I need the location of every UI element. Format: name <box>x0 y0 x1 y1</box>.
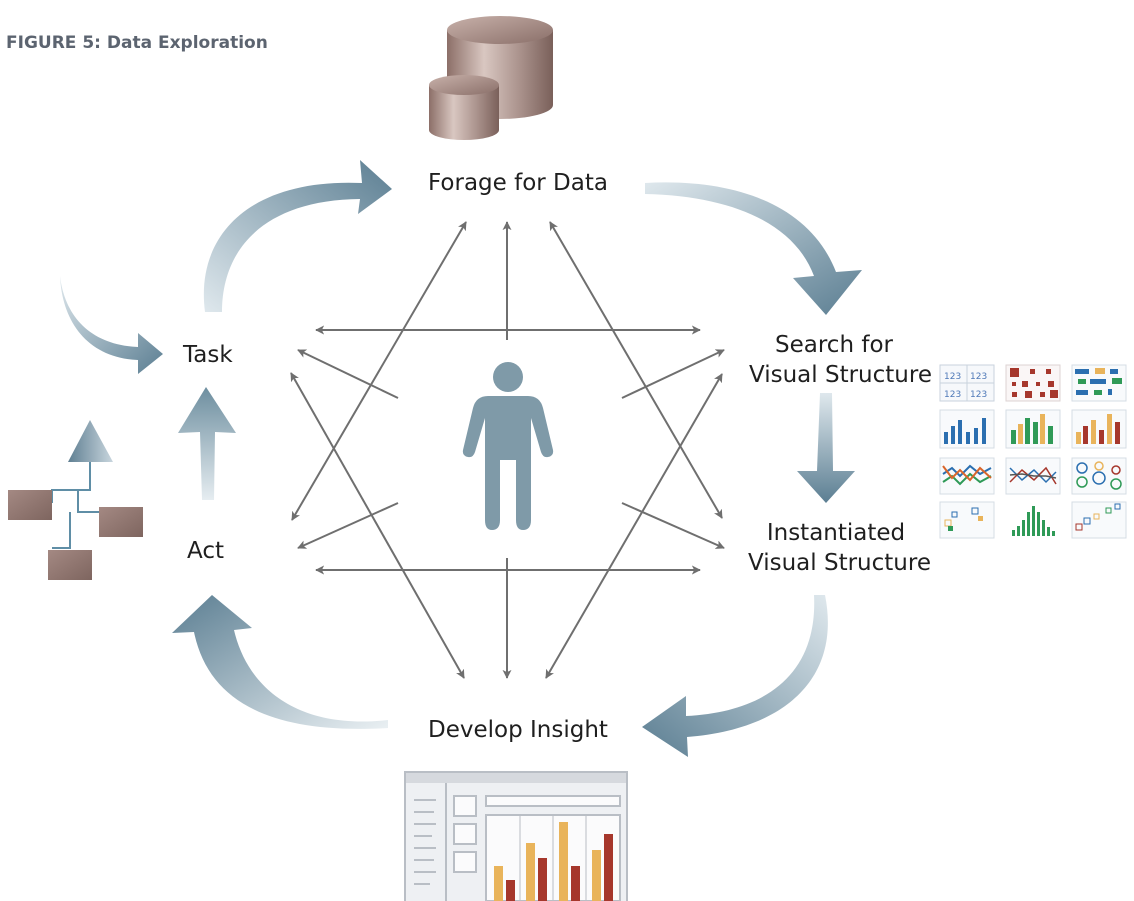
node-instantiated-line2: Visual Structure <box>748 550 931 576</box>
connector-search-to-develop <box>545 373 723 679</box>
person-icon <box>462 362 554 530</box>
dashboard-window-icon <box>404 771 628 901</box>
node-act: Act <box>187 538 224 564</box>
thumb-bars-gold-red <box>1071 409 1127 449</box>
chart-thumbnail-grid-icon: 123 123 123 123 <box>939 364 1127 539</box>
connector-center-to-act <box>297 502 399 549</box>
connector-act-to-forage <box>291 221 467 521</box>
node-instantiated-visual-structure: Instantiated Visual Structure <box>748 518 931 578</box>
node-develop-insight: Develop Insight <box>428 717 608 743</box>
connector-center-to-instantiated <box>621 502 725 549</box>
thumb-gantt <box>1071 364 1127 402</box>
thumb-line-chart-2 <box>1005 457 1061 495</box>
flow-arrow-develop-to-act <box>172 595 388 729</box>
flow-arrow-incoming-to-task <box>60 276 163 374</box>
node-instantiated-line1: Instantiated <box>766 520 906 546</box>
connector-center-to-search <box>621 349 725 399</box>
node-search-line2: Visual Structure <box>749 362 932 388</box>
thumb-label-4: 123 <box>970 390 987 400</box>
connector-task-to-develop <box>290 372 465 679</box>
thumb-scatter-1 <box>939 501 995 539</box>
flow-arrow-task-to-forage <box>203 160 392 312</box>
flow-arrow-forage-to-search <box>645 182 862 315</box>
thumb-label-1: 123 <box>944 372 961 382</box>
connector-lines <box>290 221 725 679</box>
node-forage-for-data: Forage for Data <box>428 170 608 196</box>
thumb-bubbles <box>1071 457 1127 495</box>
flow-arrow-act-to-task <box>178 387 236 500</box>
node-search-for-visual-structure: Search for Visual Structure <box>749 330 932 390</box>
thumb-line-chart-1 <box>939 457 995 495</box>
thumb-bars-green-gold <box>1005 409 1061 449</box>
connector-forage-to-instantiated <box>549 221 723 519</box>
connector-center-to-task <box>297 349 399 399</box>
thumb-label-3: 123 <box>944 390 961 400</box>
node-task: Task <box>183 342 233 368</box>
flow-arrow-search-to-instantiated <box>797 393 855 503</box>
database-cylinders-icon <box>429 16 553 140</box>
figure-title: FIGURE 5: Data Exploration <box>6 33 268 53</box>
flow-arrow-instantiated-to-develop <box>642 595 828 757</box>
thumb-dot-grid <box>1005 364 1061 402</box>
thumb-small-bars-blue <box>939 409 995 449</box>
node-search-line1: Search for <box>775 332 893 358</box>
thumb-numbers <box>939 364 995 402</box>
hierarchy-diagram-icon <box>8 420 143 580</box>
thumb-scatter-2 <box>1071 501 1127 539</box>
thumb-histogram <box>1005 501 1061 539</box>
thumb-label-2: 123 <box>970 372 987 382</box>
